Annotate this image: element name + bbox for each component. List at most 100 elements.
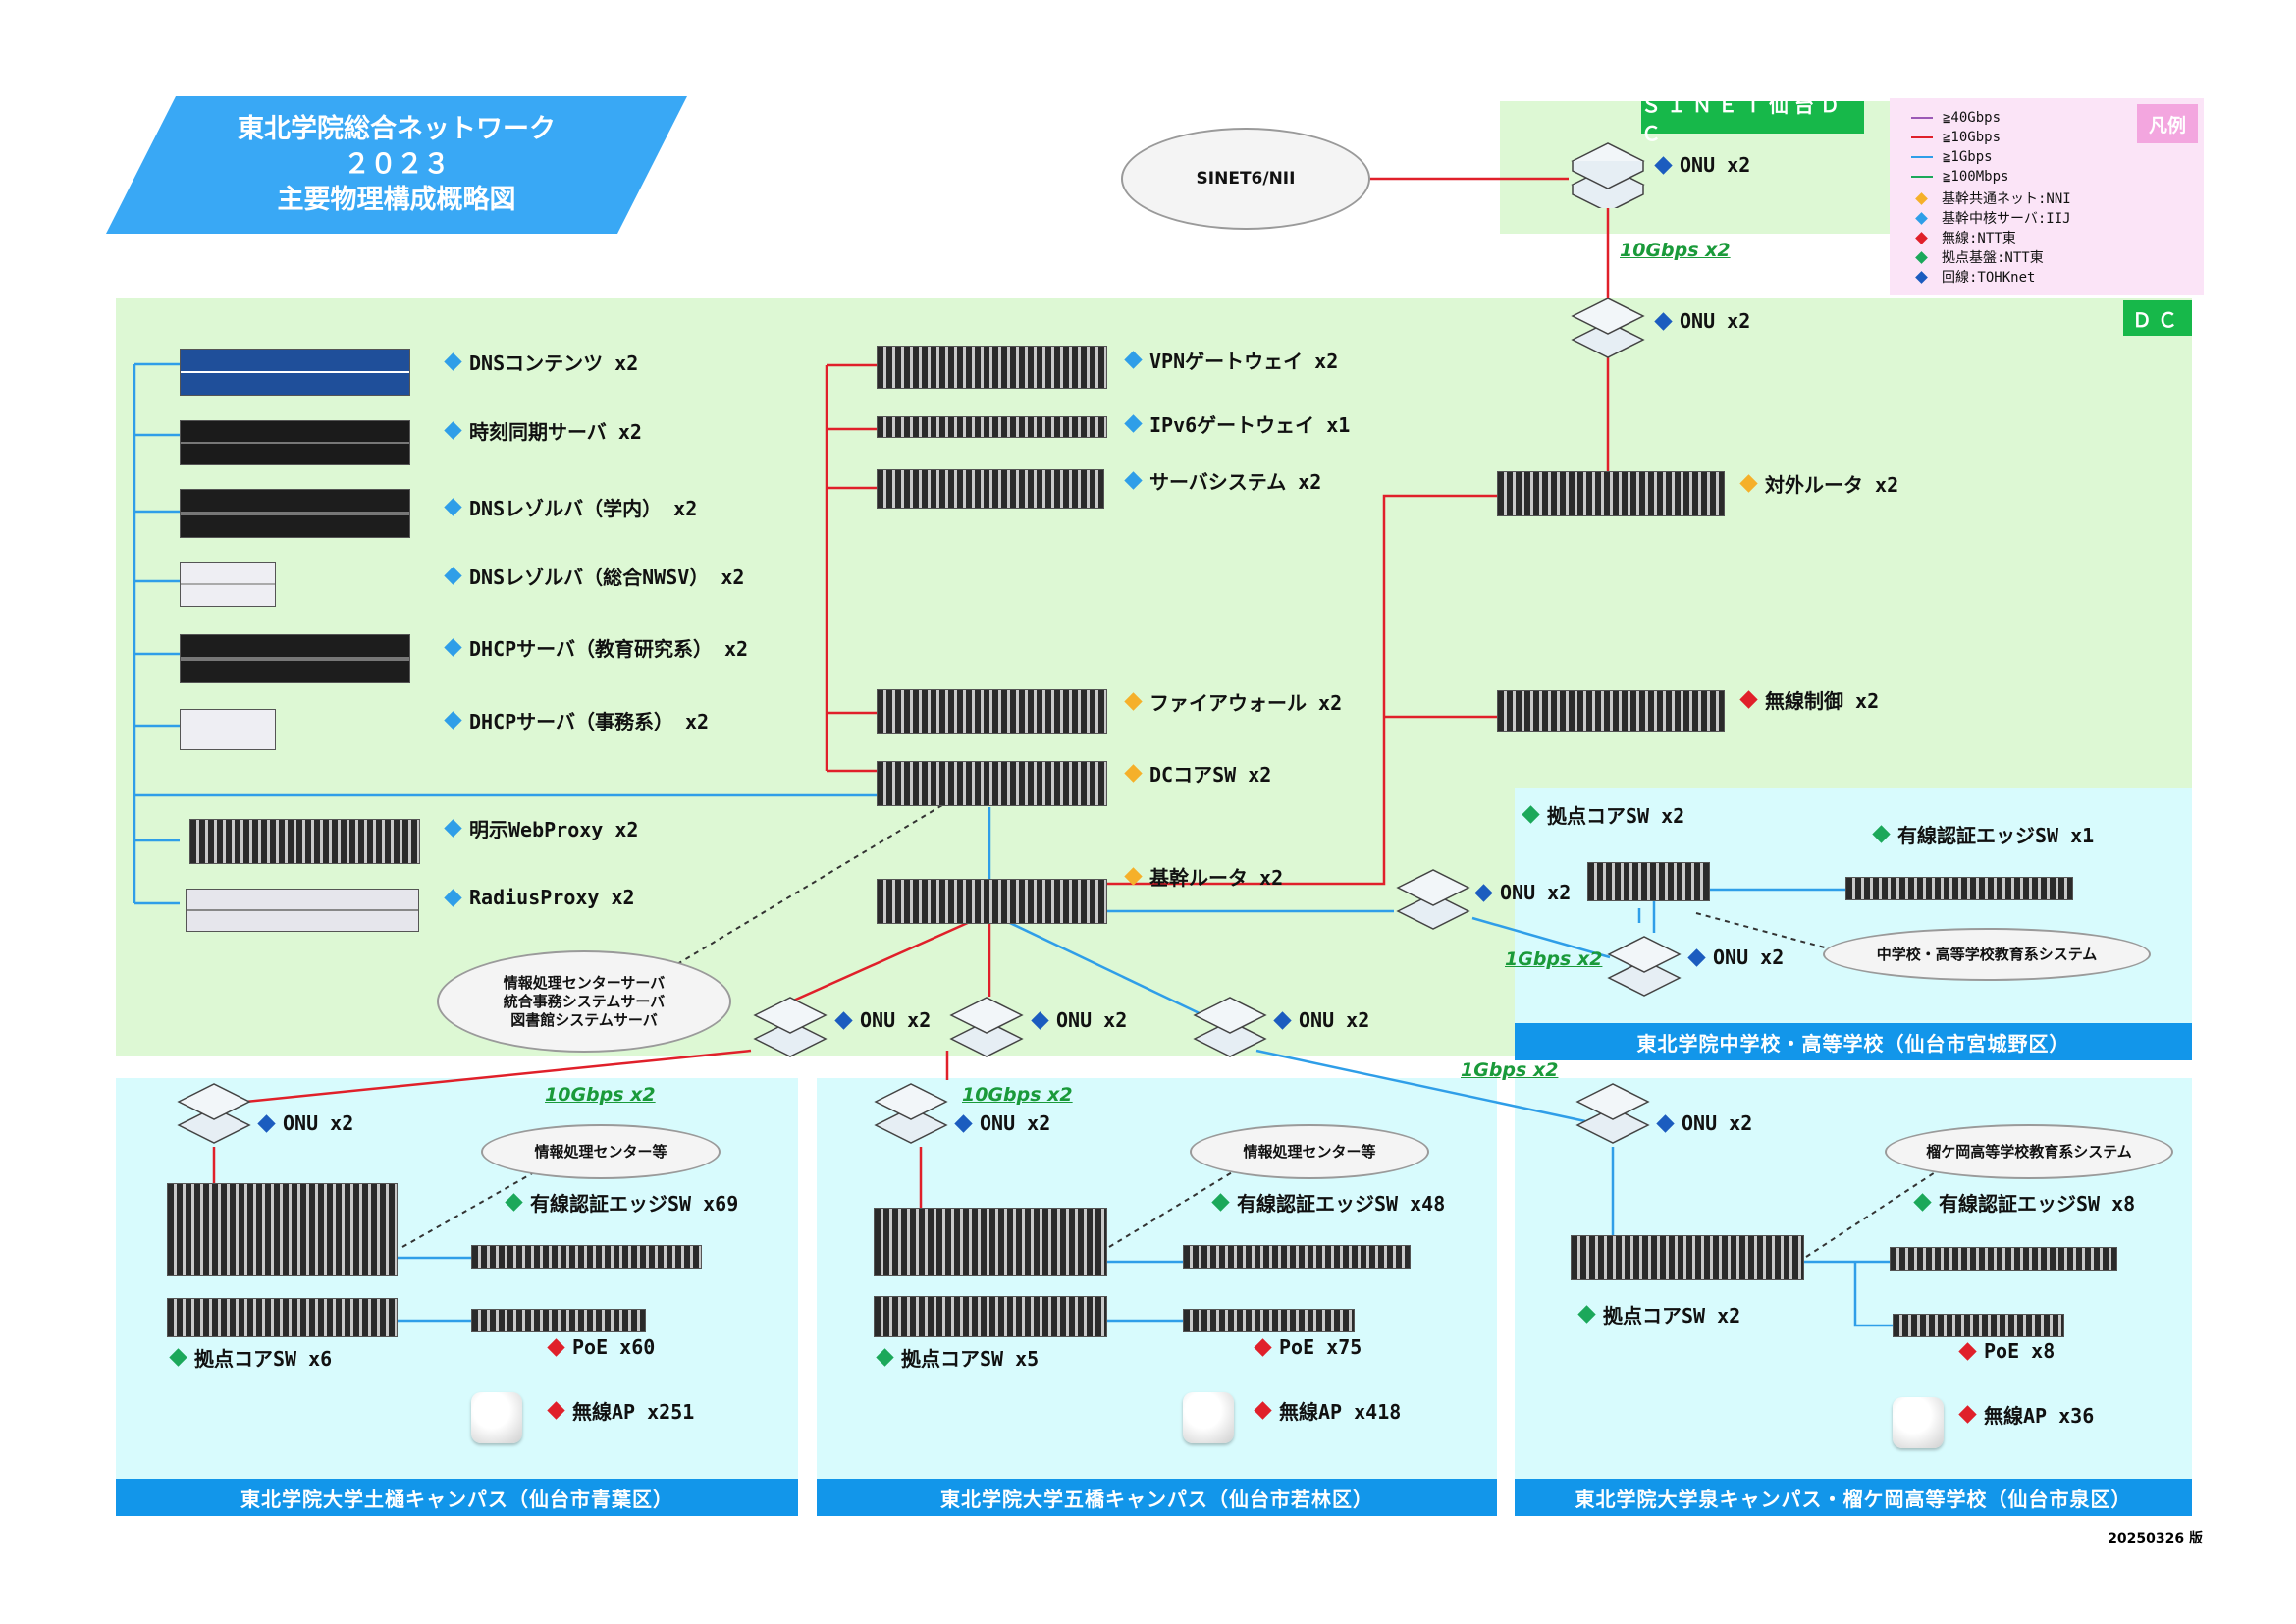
diamond-icon: [1254, 1337, 1272, 1357]
ipv6-gateway-device: [877, 416, 1107, 438]
legend-row-nni: 基幹共通ネット:NNI: [1911, 189, 2071, 208]
ts-center-cloud: 情報処理センター等: [481, 1124, 721, 1179]
label-text: ファイアウォール x2: [1149, 691, 1343, 715]
link-router-external: [1107, 494, 1497, 886]
label-iz-ap: 無線AP x36: [1958, 1400, 2094, 1429]
diamond-icon: [1254, 1401, 1272, 1420]
label-text: 無線AP x251: [572, 1400, 695, 1424]
label-dhcp-office: DHCPサーバ（事務系） x2: [444, 706, 710, 734]
diamond-icon: [954, 1113, 973, 1133]
link-ts-core-edge: [398, 1256, 471, 1323]
link-fw-bus: [825, 363, 877, 773]
diamond-icon: [1124, 471, 1143, 490]
izumi-footer: 東北学院大学泉キャンパス・榴ケ岡高等学校（仙台市泉区）: [1515, 1479, 2192, 1516]
ts-poe-device: [471, 1309, 646, 1332]
legend-label: 拠点基盤:NTT東: [1942, 250, 2044, 266]
dns-resolver-nwsv-device: [180, 562, 276, 607]
iz-edge-sw-device: [1890, 1247, 2117, 1271]
firewall-device: [877, 689, 1107, 734]
legend-label: 基幹共通ネット:NNI: [1942, 191, 2071, 207]
diamond-icon: [1958, 1341, 1977, 1361]
label-text: 基幹ルータ x2: [1149, 866, 1284, 890]
label-text: ONU x2: [283, 1111, 354, 1135]
label-jh-core-sw: 拠点コアSW x2: [1522, 800, 1685, 829]
go-center-label: 情報処理センター等: [1243, 1142, 1376, 1161]
title-line-2: ２０２３: [344, 149, 450, 180]
legend-row-wireless: 無線:NTT東: [1911, 228, 2016, 247]
label-onu-dc-b: ONU x2: [1031, 1008, 1128, 1032]
diamond-icon: [1913, 1193, 1932, 1212]
go-ap-device: [1183, 1392, 1234, 1443]
label-ts-edge-sw: 有線認証エッジSW x69: [505, 1188, 738, 1217]
diamond-icon: [1872, 825, 1891, 843]
diamond-icon: [1124, 414, 1143, 433]
label-onu-dc-c: ONU x2: [1273, 1008, 1369, 1032]
title-line-3: 主要物理構成概略図: [277, 185, 516, 215]
diamond-icon: [444, 638, 462, 657]
diamond-icon: [1656, 1113, 1675, 1133]
diamond-icon: [1739, 474, 1758, 493]
server-system-device: [877, 469, 1104, 509]
label-onu-dc-a: ONU x2: [834, 1008, 932, 1032]
ts-center-label: 情報処理センター等: [534, 1142, 667, 1161]
legend-marker: [1915, 250, 1928, 264]
dotted-iz-system: [1805, 1163, 1949, 1258]
diamond-icon: [1124, 867, 1143, 886]
diamond-icon: [1654, 311, 1673, 331]
dns-resolver-campus-device: [180, 489, 410, 538]
dotted-go-center: [1108, 1163, 1248, 1248]
ts-edge-stack-device: [167, 1183, 398, 1276]
diamond-icon: [1273, 1010, 1292, 1030]
jh-system-cloud: 中学校・高等学校教育系システム: [1823, 928, 2151, 981]
onu-dc-a: [753, 997, 828, 1057]
onu-tsuchitoi: [177, 1083, 251, 1144]
label-go-edge-sw: 有線認証エッジSW x48: [1211, 1188, 1445, 1217]
legend-marker: [1915, 270, 1928, 284]
label-text: ONU x2: [1056, 1008, 1128, 1032]
jh-system-label: 中学校・高等学校教育系システム: [1876, 945, 2098, 963]
go-edge-sw-device: [1183, 1245, 1411, 1269]
label-text: PoE x8: [1984, 1339, 2056, 1363]
legend-line: [1911, 117, 1933, 119]
dc-tag: ＤＣ: [2123, 300, 2192, 336]
legend-line: [1911, 156, 1933, 158]
label-go-poe: PoE x75: [1254, 1335, 1362, 1359]
iz-poe-device: [1893, 1314, 2064, 1337]
label-text: ONU x2: [860, 1008, 932, 1032]
label-dns-resolver-nwsv: DNSレゾルバ（総合NWSV） x2: [444, 562, 744, 590]
legend-row-iij: 基幹中核サーバ:IIJ: [1911, 208, 2071, 228]
label-dhcp-edu: DHCPサーバ（教育研究系） x2: [444, 633, 749, 662]
diagram-title: 東北学院総合ネットワーク ２０２３ 主要物理構成概略図: [106, 96, 687, 234]
diamond-icon: [257, 1113, 276, 1133]
speed-sinet-link: 10Gbps x2: [1620, 240, 1731, 261]
label-ts-poe: PoE x60: [547, 1335, 655, 1359]
diamond-icon: [1124, 351, 1143, 369]
legend-label: 無線:NTT東: [1942, 231, 2016, 246]
legend-marker: [1915, 231, 1928, 244]
label-text: PoE x75: [1279, 1335, 1362, 1359]
diamond-icon: [1211, 1193, 1230, 1212]
legend-marker: [1915, 211, 1928, 225]
label-dns-resolver-campus: DNSレゾルバ（学内） x2: [444, 493, 697, 521]
label-text: ONU x2: [1713, 946, 1785, 969]
center-servers-cloud: 情報処理センターサーバ 統合事務システムサーバ 図書館システムサーバ: [437, 950, 731, 1053]
label-text: DHCPサーバ（事務系） x2: [469, 710, 710, 733]
link-go-core-edge: [1107, 1260, 1183, 1323]
legend-row-line: 回線:TOHKnet: [1911, 267, 2035, 287]
diamond-icon: [444, 819, 462, 838]
label-web-proxy: 明示WebProxy x2: [444, 814, 638, 842]
label-text: 拠点コアSW x2: [1547, 804, 1685, 828]
diamond-icon: [444, 711, 462, 730]
diamond-icon: [876, 1348, 894, 1367]
dotted-ts-center: [401, 1163, 551, 1248]
diamond-icon: [547, 1337, 565, 1357]
sinet-cloud-label: SINET6/NII: [1196, 168, 1296, 189]
dhcp-office-device: [180, 709, 276, 750]
label-firewall: ファイアウォール x2: [1124, 687, 1343, 716]
label-go-core-sw: 拠点コアSW x5: [876, 1343, 1039, 1372]
wireless-controller-device: [1497, 690, 1725, 732]
label-onu-jh-1: ONU x2: [1474, 881, 1571, 904]
label-text: DHCPサーバ（教育研究系） x2: [469, 637, 749, 661]
legend-row-100m: ≧100Mbps: [1911, 169, 2008, 185]
label-iz-core-sw: 拠点コアSW x2: [1577, 1300, 1740, 1328]
